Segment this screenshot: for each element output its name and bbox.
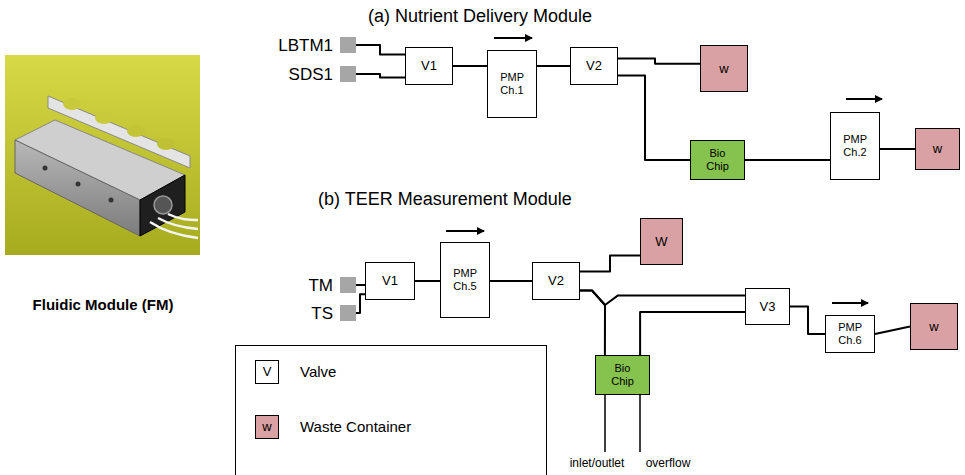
- tubing-connector: [880, 148, 915, 150]
- waste-label: w: [719, 61, 728, 77]
- tubing-connector: [356, 284, 365, 286]
- reservoir-label: TS: [311, 305, 333, 322]
- screw: [109, 198, 114, 203]
- tubing-connector: [490, 280, 532, 282]
- reservoir-label: LBTM1: [278, 37, 333, 54]
- reservoir-port: [340, 305, 356, 321]
- source-reservoir: SDS1: [289, 66, 356, 82]
- tubing-connector: [580, 291, 745, 306]
- module-side: [15, 140, 140, 236]
- valve-label: V1: [382, 273, 398, 289]
- pump-channel: PMP Ch.6: [825, 315, 875, 353]
- source-reservoir: TS: [311, 305, 356, 321]
- tubing-connector: [415, 280, 440, 282]
- waste-label: w: [933, 141, 942, 157]
- saddle-hole: [157, 138, 175, 150]
- reservoir-label: SDS1: [289, 66, 333, 83]
- source-reservoir: LBTM1: [278, 37, 356, 53]
- tubing-connector: [356, 45, 405, 55]
- port-label: inlet/outlet: [570, 456, 625, 470]
- tubing-connector: [618, 76, 690, 161]
- legend-swatch: V: [255, 360, 279, 384]
- port: [154, 196, 172, 214]
- waste-container: w: [915, 128, 960, 170]
- legend-symbol: w: [262, 419, 271, 435]
- pump-label: PMP Ch.2: [843, 133, 867, 159]
- tubing-connector: [580, 256, 640, 272]
- bio-chip: Bio Chip: [690, 140, 745, 180]
- flow-arrow: [446, 230, 484, 232]
- pump-channel: PMP Ch.5: [440, 242, 490, 318]
- photo-background: [5, 55, 200, 255]
- source-reservoir: TM: [308, 277, 356, 293]
- reservoir-port: [340, 66, 356, 82]
- port-label: overflow: [646, 456, 691, 470]
- valve-label: V1: [421, 58, 437, 74]
- port-line: [604, 395, 606, 452]
- chip-label: Bio Chip: [611, 362, 634, 388]
- valve-box: V2: [570, 47, 618, 85]
- saddle-hole: [63, 98, 81, 110]
- module-title: (b) TEER Measurement Module: [318, 189, 572, 211]
- waste-label: w: [929, 319, 938, 335]
- tube: [168, 214, 198, 220]
- tubing-connector: [356, 294, 365, 313]
- waste-container: w: [910, 303, 958, 350]
- pump-label: PMP Ch.1: [500, 71, 524, 97]
- pump-channel: PMP Ch.2: [830, 112, 880, 180]
- tubing-connector: [618, 58, 700, 63]
- tubing-connector: [745, 159, 830, 161]
- reservoir-port: [340, 37, 356, 53]
- saddle-hole: [95, 112, 113, 124]
- tubing-connector: [875, 327, 910, 335]
- photo-caption: Fluidic Module (FM): [33, 296, 174, 314]
- module-title: (a) Nutrient Delivery Module: [368, 6, 592, 28]
- reservoir-label: TM: [308, 277, 333, 294]
- waste-container: w: [700, 45, 748, 92]
- pump-label: PMP Ch.5: [453, 267, 477, 293]
- legend-swatch: w: [255, 415, 279, 439]
- valve-box: V1: [405, 47, 453, 85]
- pump-channel: PMP Ch.1: [487, 50, 537, 118]
- tubing-connector: [537, 65, 570, 67]
- valve-label: V2: [586, 58, 602, 74]
- valve-label: V2: [548, 273, 564, 289]
- pump-label: PMP Ch.6: [838, 321, 862, 347]
- legend-frame: V Valve w Waste Container: [235, 345, 547, 475]
- waste-label: W: [655, 234, 667, 250]
- flow-arrow: [494, 37, 532, 39]
- valve-box: V3: [745, 288, 790, 325]
- legend-text: Valve: [300, 363, 336, 381]
- valve-box: V2: [532, 262, 580, 300]
- saddle-hole: [127, 125, 145, 137]
- legend-symbol: V: [263, 364, 272, 380]
- port-line: [639, 395, 641, 452]
- valve-label: V3: [760, 299, 776, 315]
- bio-chip: Bio Chip: [595, 355, 650, 395]
- screw: [43, 166, 48, 171]
- waste-container: W: [640, 218, 683, 265]
- tubing-connector: [356, 74, 405, 77]
- legend-text: Waste Container: [300, 418, 411, 436]
- chip-label: Bio Chip: [706, 147, 729, 173]
- reservoir-port: [340, 277, 356, 293]
- tubing-connector: [453, 65, 487, 67]
- flow-arrow: [832, 302, 868, 304]
- screw: [76, 182, 81, 187]
- valve-box: V1: [365, 262, 415, 300]
- flow-arrow: [846, 98, 882, 100]
- tubing-connector: [790, 307, 825, 335]
- tubing-connector: [640, 312, 745, 355]
